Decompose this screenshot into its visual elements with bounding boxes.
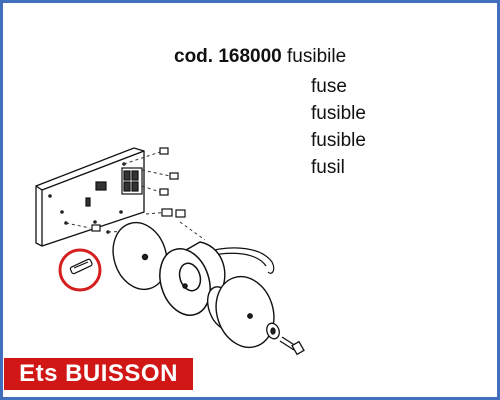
fuse-part: [69, 258, 93, 275]
translation-spanish: fusible: [311, 130, 366, 151]
terminal-block: [121, 167, 143, 195]
plate-component: [85, 181, 107, 207]
part-code-line: cod. 168000 fusibile: [174, 46, 346, 68]
gasket-disc-rear: [206, 275, 275, 349]
part-code: cod. 168000: [174, 46, 282, 67]
translation-english: fuse: [311, 76, 347, 97]
gasket-disc-front: [112, 221, 168, 291]
translations-list: fuse fusible fusible fusil: [311, 73, 366, 181]
part-name-italian: fusibile: [287, 46, 347, 67]
fuse-highlight-circle: [58, 248, 102, 292]
mounting-plate: [35, 147, 145, 247]
washer-bolt: [266, 322, 305, 356]
translation-french: fusible: [311, 103, 366, 124]
brand-logo: Ets BUISSON: [4, 358, 193, 390]
translation-portuguese: fusil: [311, 157, 345, 178]
